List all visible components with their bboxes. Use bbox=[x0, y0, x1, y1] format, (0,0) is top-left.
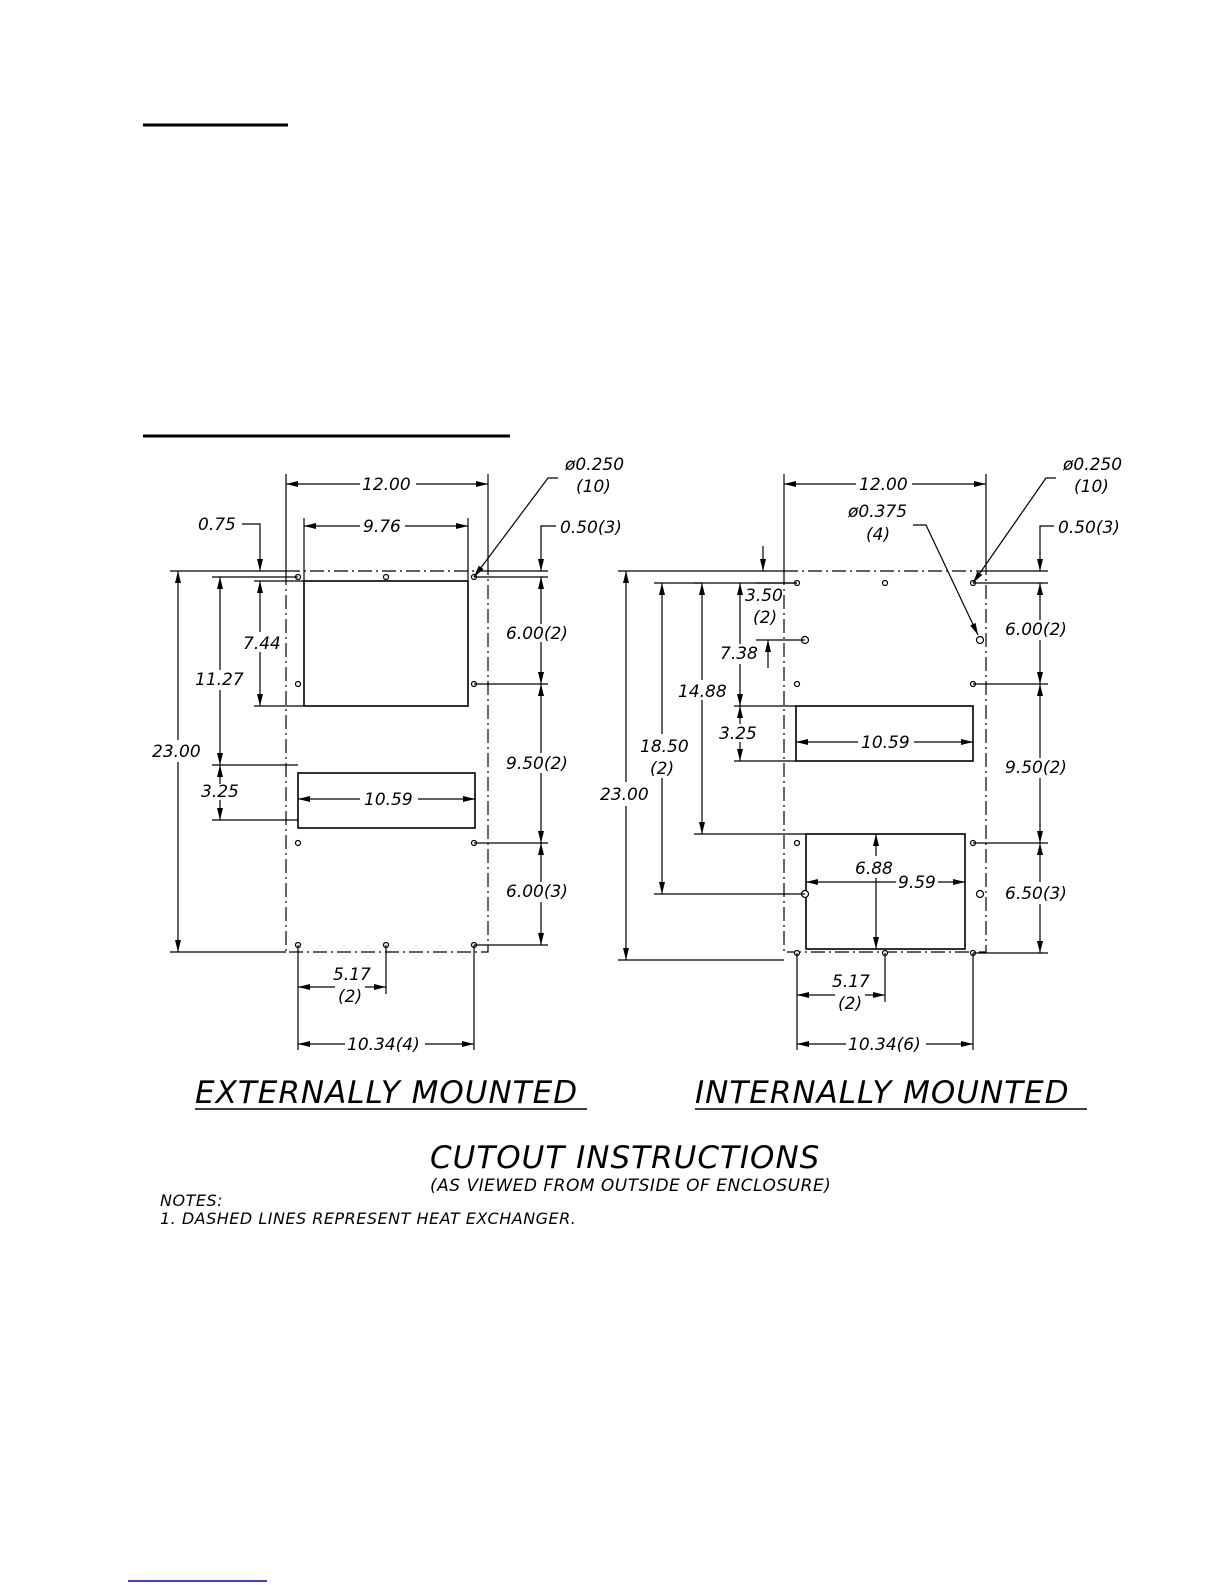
int-dim-large-hole-dia: ø0.375 bbox=[847, 502, 907, 522]
int-dim-h1034: 10.34(6) bbox=[848, 1035, 921, 1055]
upper-cutout bbox=[795, 705, 974, 762]
lower-cutout bbox=[805, 833, 966, 950]
ext-dim-hole-qty: (10) bbox=[576, 477, 611, 497]
int-dim-h517: 5.17 bbox=[832, 972, 870, 992]
int-dim-v600: 6.00(2) bbox=[1005, 620, 1067, 640]
int-dim-v1488: 14.88 bbox=[678, 682, 727, 702]
int-dim-edge-offset: 0.50(3) bbox=[1058, 518, 1120, 538]
notes-heading: NOTES: bbox=[160, 1191, 223, 1210]
internal-view: 12.00 ø0.250 (10) ø0.375 (4) 0.50(3) 6.0… bbox=[600, 455, 1122, 1111]
int-dim-v1850: 18.50 bbox=[640, 737, 689, 757]
int-dim-v650: 6.50(3) bbox=[1005, 884, 1067, 904]
int-dim-v950: 9.50(2) bbox=[1005, 758, 1067, 778]
ext-dim-edge-offset: 0.50(3) bbox=[560, 518, 622, 538]
int-dim-lower-cut-width: 9.59 bbox=[898, 873, 936, 893]
ext-dim-lower-cut-top: 11.27 bbox=[195, 670, 244, 690]
caption-subtitle: (AS VIEWED FROM OUTSIDE OF ENCLOSURE) bbox=[430, 1176, 831, 1196]
ext-dim-lower-cut-height: 3.25 bbox=[201, 782, 239, 802]
caption-title: CUTOUT INSTRUCTIONS bbox=[430, 1140, 820, 1176]
int-dim-large-hole-qty: (4) bbox=[866, 525, 890, 545]
ext-dim-h517: 5.17 bbox=[333, 965, 371, 985]
ext-dim-lower-cut-width: 10.59 bbox=[364, 790, 413, 810]
external-view: 12.00 9.76 0.75 ø0.250 (10) 0.50(3) 6.00… bbox=[152, 455, 624, 1111]
ext-dim-hole-dia: ø0.250 bbox=[564, 455, 624, 475]
int-dim-overall-height: 23.00 bbox=[600, 785, 649, 805]
mounting-holes bbox=[793, 579, 977, 957]
ext-dim-cutout-height: 7.44 bbox=[243, 634, 281, 654]
int-dim-hole-qty: (10) bbox=[1074, 477, 1109, 497]
ext-dim-overall-height: 23.00 bbox=[152, 742, 201, 762]
internal-title: INTERNALLY MOUNTED bbox=[695, 1075, 1070, 1111]
int-dim-upper-cut-height: 3.25 bbox=[719, 724, 757, 744]
heat-exchanger-outline bbox=[285, 570, 489, 953]
ext-dim-v600-bot: 6.00(3) bbox=[506, 882, 568, 902]
mounting-holes bbox=[294, 573, 478, 949]
ext-dim-v950: 9.50(2) bbox=[506, 754, 568, 774]
int-dim-width-total: 12.00 bbox=[859, 475, 908, 495]
ext-dim-h1034: 10.34(4) bbox=[347, 1035, 420, 1055]
int-dim-v350: 3.50 bbox=[745, 586, 783, 606]
int-dim-h517-qty: (2) bbox=[838, 994, 862, 1014]
int-dim-hole-dia: ø0.250 bbox=[1062, 455, 1122, 475]
upper-cutout bbox=[303, 580, 469, 707]
int-dim-upper-cut-width: 10.59 bbox=[861, 733, 910, 753]
ext-dim-width-total: 12.00 bbox=[362, 475, 411, 495]
ext-dim-v600-top: 6.00(2) bbox=[506, 624, 568, 644]
external-title: EXTERNALLY MOUNTED bbox=[195, 1075, 578, 1111]
ext-dim-h517-qty: (2) bbox=[338, 987, 362, 1007]
int-dim-v350-qty: (2) bbox=[753, 608, 777, 628]
int-dim-v1850-qty: (2) bbox=[650, 759, 674, 779]
int-dim-v738: 7.38 bbox=[720, 644, 758, 664]
int-dim-lower-cut-height: 6.88 bbox=[855, 859, 893, 879]
ext-dim-cutout-width: 9.76 bbox=[363, 517, 401, 537]
ext-dim-top-offset: 0.75 bbox=[198, 515, 236, 535]
note-item: 1. DASHED LINES REPRESENT HEAT EXCHANGER… bbox=[160, 1209, 576, 1228]
